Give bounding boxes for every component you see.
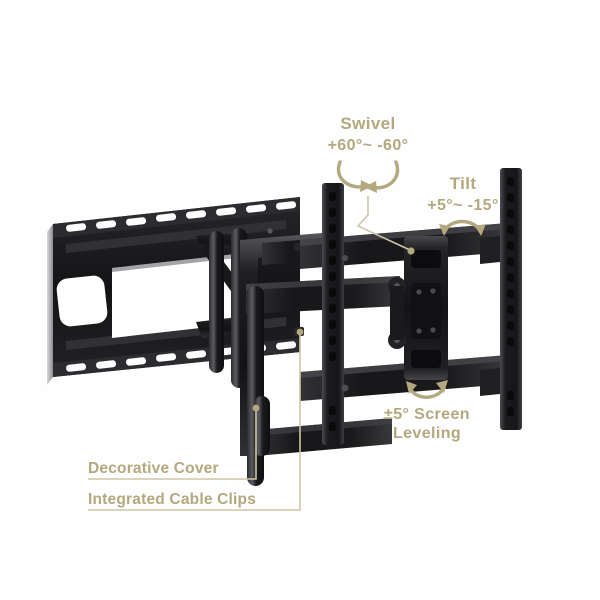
bracket-vrail-left-holes [329, 192, 336, 431]
tilt-arrow-icon [439, 219, 486, 236]
decorative-cover-label: Decorative Cover [88, 460, 219, 477]
callout-integrated-cable-clips: Integrated Cable Clips [88, 328, 304, 511]
upper-rail-bolt [342, 255, 348, 261]
leveling-line-1: ±5° Screen [384, 406, 470, 423]
wall-plate-hole [267, 228, 273, 234]
wall-plate-left-edge [47, 224, 53, 385]
swivel-leader-line [356, 196, 411, 251]
center-plate-screw-bl [416, 328, 422, 334]
bracket-rail-lower [300, 355, 508, 401]
bracket-gusset-upper [480, 236, 500, 264]
center-plate-pad [411, 283, 441, 339]
center-tilt-plate [404, 236, 448, 380]
bracket-gusset-lower [480, 368, 500, 396]
center-plate-screw-tr [430, 288, 436, 294]
wall-plate-rib-top [66, 220, 286, 253]
decorative-cover-leader-dot [252, 404, 260, 412]
tilt-title: Tilt [450, 174, 477, 193]
center-plate-slot-top [411, 250, 441, 268]
annotation-swivel: Swivel +60°~ -60° [328, 114, 415, 255]
swivel-leader-dot [407, 247, 415, 255]
tilt-pivot-knuckles [388, 277, 406, 349]
wall-plate-top-flange [53, 197, 300, 238]
annotation-leveling: ±5° Screen Leveling [384, 380, 470, 442]
wall-plate-center-cutout [112, 254, 236, 338]
integrated-cable-clips-leader-line [88, 334, 301, 511]
decorative-cover-leader-line [88, 410, 257, 480]
bracket-rail-upper-highlight [300, 223, 508, 246]
lower-rail-bolt [341, 384, 349, 392]
annotation-tilt: Tilt +5°~ -15° [427, 174, 499, 236]
bracket-vrail-right [500, 168, 522, 430]
swivel-title: Swivel [340, 114, 395, 133]
tilt-value: +5°~ -15° [427, 197, 499, 214]
integrated-cable-clips-leader-dot [296, 328, 304, 336]
center-plate-slot-bottom [411, 350, 441, 368]
center-plate-screw-tl [416, 289, 422, 295]
cutout-highlight [112, 254, 236, 272]
center-plate-screw-br [430, 327, 436, 333]
swivel-value: +60°~ -60° [328, 137, 409, 154]
bracket-vrail-right-holes [507, 177, 514, 416]
decorative-cover-part [254, 396, 270, 456]
leveling-arrow-icon [406, 380, 448, 399]
callout-decorative-cover: Decorative Cover [88, 404, 260, 480]
integrated-cable-clips-label: Integrated Cable Clips [88, 491, 256, 508]
bracket-vrail-left [322, 183, 344, 445]
swivel-arrow-icon [336, 160, 400, 193]
wall-plate-square-cutout [56, 275, 108, 327]
leveling-line-2: Leveling [393, 425, 461, 442]
wall-plate-top-slots [66, 201, 297, 232]
tv-bracket-assembly [300, 168, 522, 445]
hinge-post-1 [209, 231, 224, 373]
